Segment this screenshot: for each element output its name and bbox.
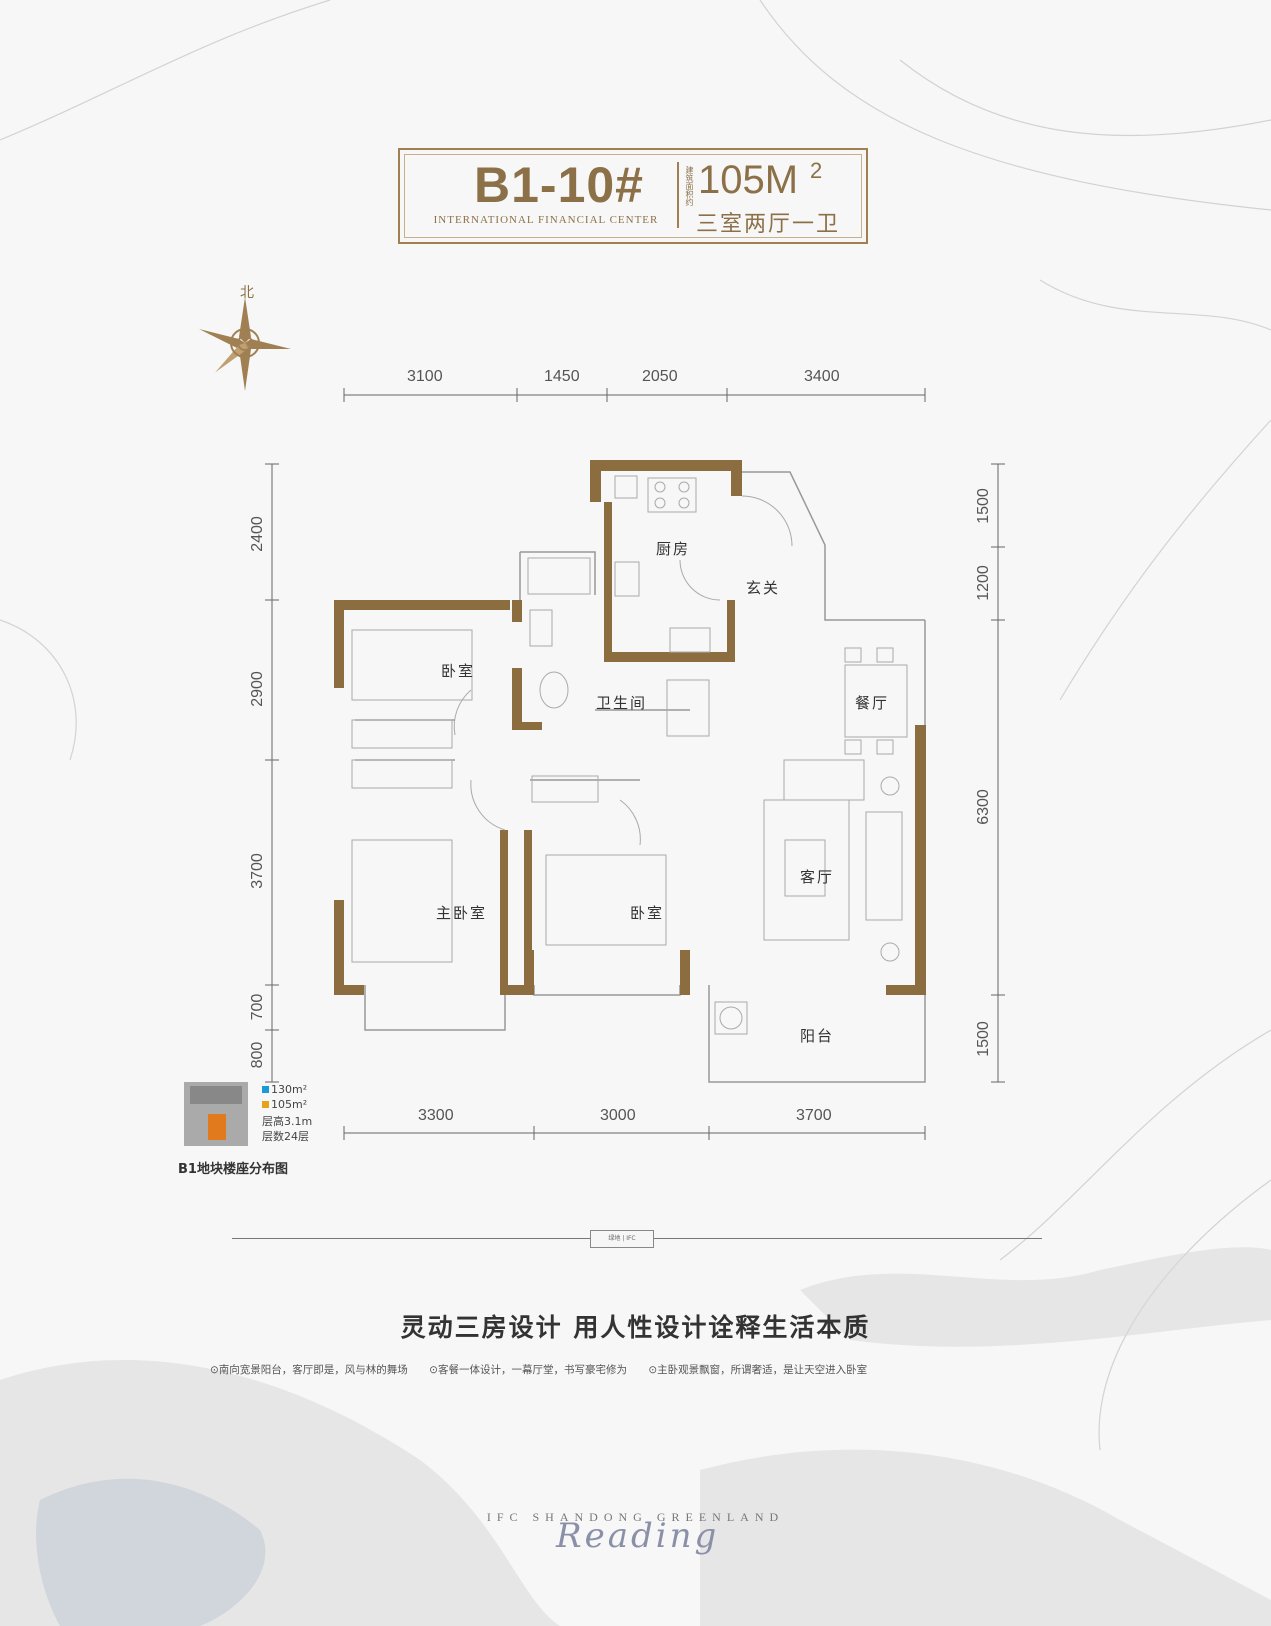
site-map-thumbnail (184, 1082, 248, 1146)
feature-item: ⊙客餐一体设计，一幕厅堂，书写豪宅修为 (429, 1364, 627, 1376)
dim-left-1: 2400 (249, 516, 266, 552)
room-master-bedroom: 主卧室 (436, 904, 488, 922)
legend-floor-height: 层高3.1m (262, 1115, 313, 1128)
dim-top-1: 3100 (407, 368, 443, 385)
legend-floors: 层数24层 (262, 1130, 309, 1143)
legend-title: B1地块楼座分布图 (178, 1162, 288, 1177)
center-name: INTERNATIONAL FINANCIAL CENTER (433, 214, 659, 226)
compass-icon (199, 297, 291, 391)
title-inner-border (404, 154, 862, 238)
dim-right-4: 1500 (975, 1021, 992, 1057)
room-bathroom: 卫生间 (596, 694, 648, 712)
title-box: B1-10# INTERNATIONAL FINANCIAL CENTER 建筑… (398, 148, 868, 244)
room-living: 客厅 (800, 868, 835, 886)
dim-left-2: 2900 (249, 671, 266, 707)
room-bedroom-north: 卧室 (441, 662, 476, 680)
dim-bottom-2: 3000 (600, 1107, 636, 1124)
footer-english: IFC SHANDONG GREENLAND (486, 1510, 785, 1524)
dim-bottom-3: 3700 (796, 1107, 832, 1124)
dim-top-2: 1450 (544, 368, 580, 385)
feature-list: ⊙南向宽景阳台，客厅即是，风与林的舞场 ⊙客餐一体设计，一幕厅堂，书写豪宅修为 … (210, 1362, 1070, 1377)
legend-item-130: 130m² (262, 1083, 307, 1096)
footer-script: Reading (556, 1516, 720, 1556)
dim-left-5: 800 (249, 1041, 266, 1069)
unit-layout: 三室两厅一卫 (696, 212, 841, 237)
unit-area: 105M (698, 158, 799, 202)
room-balcony: 阳台 (800, 1027, 835, 1045)
feature-item: ⊙南向宽景阳台，客厅即是，风与林的舞场 (210, 1364, 408, 1376)
slogan: 灵动三房设计 用人性设计诠释生活本质 (400, 1313, 871, 1342)
legend-swatch-orange (262, 1101, 269, 1108)
site-map-block (190, 1086, 242, 1104)
room-kitchen: 厨房 (656, 540, 691, 558)
dim-top-4: 3400 (804, 368, 840, 385)
room-bedroom-south: 卧室 (630, 904, 665, 922)
title-divider (677, 162, 679, 228)
legend-swatch-blue (262, 1086, 269, 1093)
dim-top-3: 2050 (642, 368, 678, 385)
legend-item-105: 105m² (262, 1098, 307, 1111)
unit-code: B1-10# (474, 157, 644, 213)
feature-item: ⊙主卧观景飘窗，所谓奢适，是让天空进入卧室 (648, 1364, 868, 1376)
location-marker-icon (208, 1114, 226, 1140)
divider-tag: 绿地 | IFC (590, 1230, 654, 1248)
dim-bottom-1: 3300 (418, 1107, 454, 1124)
dim-right-3: 6300 (975, 789, 992, 825)
dim-right-2: 1200 (975, 565, 992, 601)
room-dining: 餐厅 (855, 694, 890, 712)
unit-area-sup: 2 (810, 158, 823, 183)
dim-right-1: 1500 (975, 488, 992, 524)
room-entrance: 玄关 (746, 579, 781, 597)
north-label: 北 (240, 285, 254, 301)
dim-left-3: 3700 (249, 853, 266, 889)
area-prefix: 建筑面积约 (685, 166, 694, 206)
